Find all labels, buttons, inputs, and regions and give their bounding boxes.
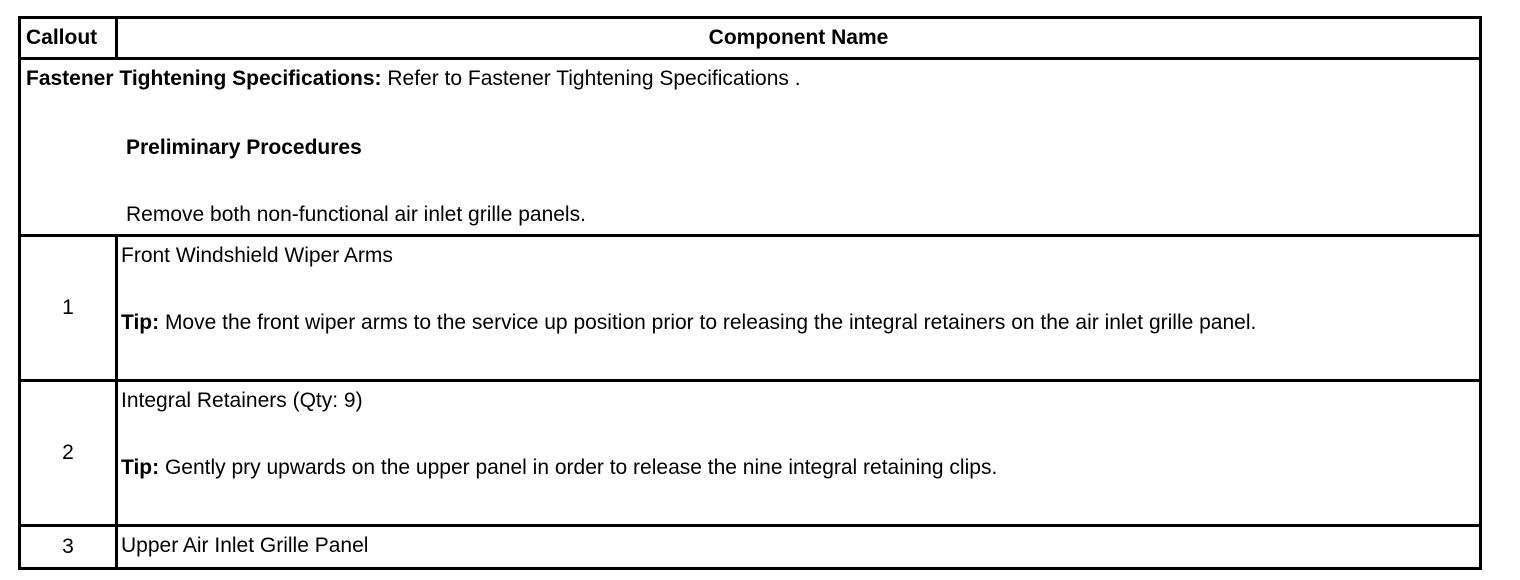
fastener-spec-text: Refer to Fastener Tightening Specificati… [381, 67, 801, 90]
component-name: Upper Air Inlet Grille Panel [121, 534, 369, 557]
fastener-spec-label: Fastener Tightening Specifications: [26, 67, 382, 90]
specifications-cell: Fastener Tightening Specifications: Refe… [18, 57, 1482, 237]
callout-number: 1 [18, 234, 118, 382]
table-header-row: Callout Component Name [18, 16, 1482, 60]
callout-number: 3 [18, 524, 118, 570]
preliminary-procedures: Preliminary Procedures Remove both non-f… [126, 135, 1474, 227]
table-row: 3 Upper Air Inlet Grille Panel [18, 524, 1482, 570]
component-table: Callout Component Name Fastener Tighteni… [18, 16, 1482, 570]
callout-column-header: Callout [18, 16, 118, 60]
tip-line: Tip: Gently pry upwards on the upper pan… [121, 455, 1474, 480]
table-row: 2 Integral Retainers (Qty: 9) Tip: Gentl… [18, 379, 1482, 527]
fastener-spec-line: Fastener Tightening Specifications: Refe… [26, 66, 1474, 91]
tip-line: Tip: Move the front wiper arms to the se… [121, 310, 1474, 335]
preliminary-title: Preliminary Procedures [126, 136, 362, 160]
tip-label: Tip: [121, 456, 160, 480]
preliminary-text: Remove both non-functional air inlet gri… [126, 203, 586, 227]
component-name: Front Windshield Wiper Arms [121, 244, 393, 267]
component-cell: Front Windshield Wiper Arms Tip: Move th… [115, 234, 1482, 382]
tip-text: Gently pry upwards on the upper panel in… [159, 456, 998, 480]
component-cell: Upper Air Inlet Grille Panel [115, 524, 1482, 570]
callout-number: 2 [18, 379, 118, 527]
specifications-row: Fastener Tightening Specifications: Refe… [18, 57, 1482, 237]
tip-label: Tip: [121, 311, 160, 335]
component-cell: Integral Retainers (Qty: 9) Tip: Gently … [115, 379, 1482, 527]
component-name-column-header: Component Name [115, 16, 1482, 60]
tip-text: Move the front wiper arms to the service… [159, 311, 1257, 335]
component-name: Integral Retainers (Qty: 9) [121, 389, 363, 412]
table-row: 1 Front Windshield Wiper Arms Tip: Move … [18, 234, 1482, 382]
